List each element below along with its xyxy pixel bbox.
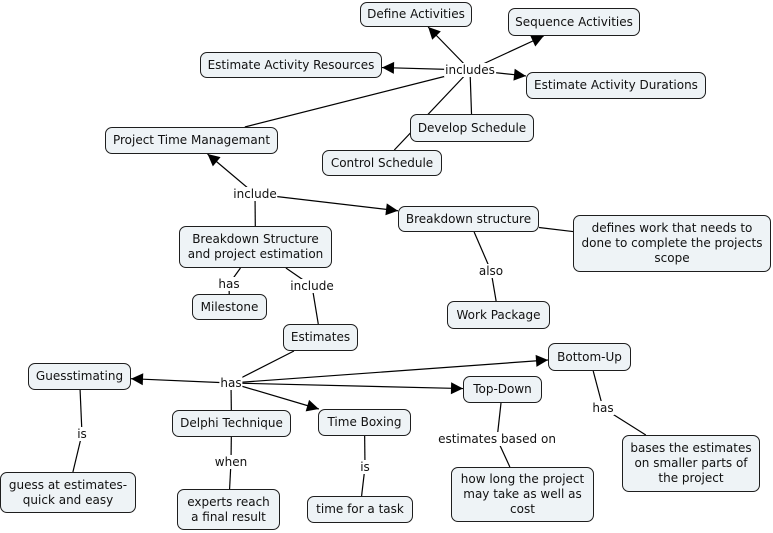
concept-project-time-management[interactable]: Project Time Managemant: [105, 127, 278, 154]
arrowhead-icon: [530, 35, 544, 47]
concept-breakdown-structure[interactable]: Breakdown structure: [398, 206, 539, 232]
concept-top-down[interactable]: Top-Down: [463, 376, 542, 403]
arrowhead-icon: [382, 61, 395, 74]
connection-line: [244, 69, 471, 128]
concept-estimates[interactable]: Estimates: [283, 324, 358, 351]
connection-line: [130, 378, 232, 384]
link-label-include-estimates[interactable]: include: [289, 279, 335, 293]
link-label-has-milestone[interactable]: has: [217, 277, 241, 291]
concept-sequence-activities[interactable]: Sequence Activities: [508, 8, 640, 36]
concept-delphi-technique[interactable]: Delphi Technique: [172, 410, 291, 437]
concept-how-long-project[interactable]: how long the project may take as well as…: [451, 467, 594, 522]
link-label-estimates-based-on[interactable]: estimates based on: [437, 432, 557, 446]
connection-line: [393, 69, 471, 151]
arrowhead-icon: [385, 203, 398, 216]
concept-breakdown-structure-estimation[interactable]: Breakdown Structure and project estimati…: [179, 226, 332, 268]
concept-control-schedule[interactable]: Control Schedule: [322, 150, 442, 176]
link-label-has-techniques[interactable]: has: [219, 376, 243, 390]
link-label-includes[interactable]: includes: [444, 63, 496, 77]
concept-guesstimating[interactable]: Guesstimating: [28, 363, 131, 390]
connection-line: [230, 382, 320, 410]
link-label-has-bases[interactable]: has: [591, 401, 615, 415]
concept-guess-at-estimates[interactable]: guess at estimates- quick and easy: [0, 472, 136, 513]
concept-define-activities[interactable]: Define Activities: [360, 2, 472, 27]
link-label-is-timebox[interactable]: is: [359, 460, 371, 474]
arrowhead-icon: [513, 68, 526, 81]
connection-line: [79, 389, 83, 435]
concept-defines-work[interactable]: defines work that needs to done to compl…: [573, 215, 771, 272]
arrowhead-icon: [305, 399, 319, 412]
arrowhead-icon: [535, 354, 548, 367]
connection-line: [230, 359, 549, 384]
arrowhead-icon: [131, 373, 144, 386]
link-label-include[interactable]: include: [232, 187, 278, 201]
connection-line: [469, 69, 473, 115]
concept-work-package[interactable]: Work Package: [447, 301, 550, 329]
concept-experts-reach-result[interactable]: experts reach a final result: [177, 489, 280, 530]
concept-time-boxing[interactable]: Time Boxing: [318, 409, 411, 436]
concept-estimate-activity-durations[interactable]: Estimate Activity Durations: [526, 72, 706, 99]
link-label-when[interactable]: when: [213, 455, 249, 469]
connection-line: [230, 382, 464, 390]
connection-line: [538, 226, 574, 233]
arrowhead-icon: [207, 154, 221, 167]
connection-line: [254, 193, 399, 212]
arrowhead-icon: [450, 382, 463, 395]
link-label-is-guess[interactable]: is: [76, 427, 88, 441]
link-label-also[interactable]: also: [477, 264, 505, 278]
concept-bottom-up[interactable]: Bottom-Up: [548, 343, 631, 371]
concept-develop-schedule[interactable]: Develop Schedule: [410, 114, 534, 142]
concept-milestone[interactable]: Milestone: [192, 294, 267, 320]
concept-time-for-a-task[interactable]: time for a task: [307, 496, 413, 523]
concept-bases-estimates[interactable]: bases the estimates on smaller parts of …: [622, 435, 760, 492]
arrowhead-icon: [428, 27, 441, 40]
concept-estimate-activity-resources[interactable]: Estimate Activity Resources: [200, 52, 382, 78]
